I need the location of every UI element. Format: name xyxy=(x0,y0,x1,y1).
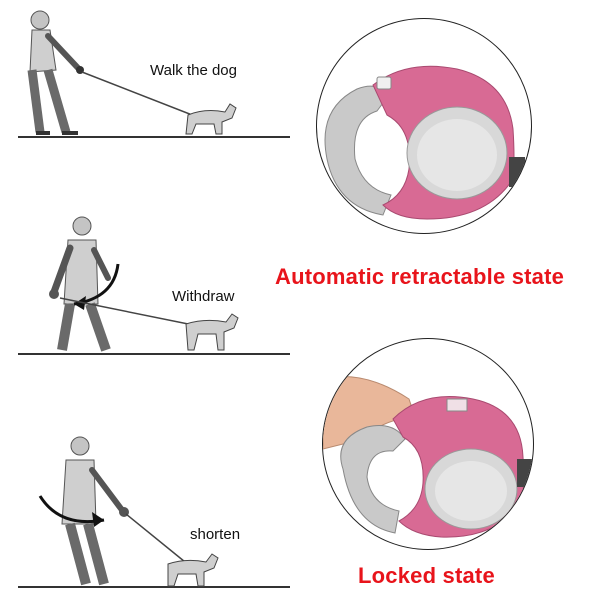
automatic-retractable-state-label: Automatic retractable state xyxy=(275,264,565,289)
step-shorten-panel: shorten xyxy=(0,400,300,600)
leash-device-icon xyxy=(324,65,525,220)
retractable-leash-device-image xyxy=(316,18,532,234)
locked-state-label: Locked state xyxy=(358,563,495,588)
step-label-shorten: shorten xyxy=(190,526,241,543)
person-walking-dog-figure xyxy=(18,10,290,138)
step-walk-panel: Walk the dog xyxy=(0,0,300,200)
locked-leash-device-image xyxy=(322,338,534,550)
step-label-walk: Walk the dog xyxy=(150,62,237,79)
step-label-withdraw: Withdraw xyxy=(172,288,235,305)
step-withdraw-panel: Withdraw xyxy=(0,200,300,400)
person-shortening-leash-figure xyxy=(18,436,290,588)
person-withdrawing-leash-figure xyxy=(18,216,290,355)
locked-device-icon xyxy=(323,376,533,538)
